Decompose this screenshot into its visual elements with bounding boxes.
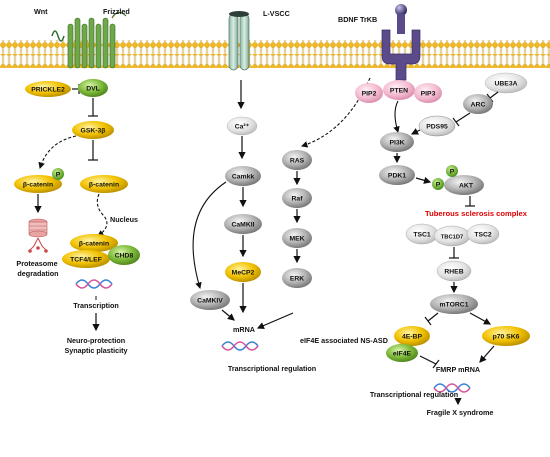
svg-text:PIP3: PIP3	[421, 91, 436, 98]
raf-node: Raf	[282, 188, 312, 208]
akt-node: AKT P P	[432, 165, 484, 195]
transcription-label: Transcription	[73, 301, 119, 310]
svg-text:ERK: ERK	[290, 276, 304, 283]
proteasome-degradation-label: Proteasome degradation	[16, 259, 59, 278]
beta-catenin-phospho-node: β-catenin P	[14, 168, 64, 193]
fragile-x-label: Fragile X syndrome	[427, 408, 494, 417]
svg-text:P: P	[450, 169, 455, 176]
svg-text:P: P	[436, 182, 441, 189]
trkb-receptor	[381, 4, 421, 81]
tsc-complex-label: Tuberous sclerosis complex	[425, 209, 528, 218]
pten-node: PTEN	[383, 80, 415, 100]
camkk-node: Camkk	[225, 166, 261, 186]
frizzled-receptor	[51, 11, 127, 69]
4ebp-node: 4E-BP	[394, 326, 430, 346]
mrna-label: mRNA	[233, 325, 255, 334]
pip3-node: PIP3	[414, 83, 442, 103]
svg-text:Ca²⁺: Ca²⁺	[235, 124, 250, 131]
dvl-node: DVL	[78, 79, 108, 97]
proteasome-icon	[28, 218, 48, 253]
mecp2-node: MeCP2	[225, 262, 261, 282]
svg-text:UBE3A: UBE3A	[494, 81, 517, 88]
svg-text:AKT: AKT	[459, 183, 474, 190]
eif4e-node: eIF4E	[386, 344, 418, 362]
svg-text:TSC1: TSC1	[413, 232, 431, 239]
ca-node: Ca²⁺	[226, 116, 258, 136]
prickle2-node: PRICKLE2	[25, 81, 71, 97]
svg-text:RHEB: RHEB	[444, 269, 463, 276]
synaptic-plasticity-label: Synaptic plasticity	[64, 346, 127, 355]
transcriptional-regulation-label-center: Transcriptional regulation	[228, 364, 316, 373]
mek-node: MEK	[282, 228, 312, 248]
svg-text:TSC2: TSC2	[474, 232, 492, 239]
lvscc-channel	[228, 11, 250, 71]
pds95-node: PDS95	[418, 115, 456, 137]
svg-text:CaMKII: CaMKII	[231, 222, 254, 229]
svg-text:PIP2: PIP2	[362, 91, 377, 98]
svg-text:β-catenin: β-catenin	[89, 182, 119, 189]
rheb-node: RHEB	[436, 260, 472, 282]
svg-text:MeCP2: MeCP2	[232, 270, 255, 277]
dna-icon-wnt	[75, 279, 113, 289]
ras-node: RAS	[282, 150, 312, 170]
svg-text:TCF4/LEF: TCF4/LEF	[70, 257, 102, 264]
frizzled-label: Frizzled	[103, 7, 130, 16]
fmrp-mrna-label: FMRP mRNA	[436, 365, 480, 374]
transcriptional-regulation-label-right: Transcriptional regulation	[370, 390, 458, 399]
dna-icon-mtor	[433, 383, 471, 393]
tsc-complex: TSC1 TBC1D7 TSC2	[405, 223, 500, 247]
p70s6k-node: p70 SK6	[482, 326, 530, 346]
beta-catenin-node: β-catenin	[80, 175, 128, 193]
svg-text:CaMKIV: CaMKIV	[197, 298, 223, 305]
svg-text:p70 SK6: p70 SK6	[493, 334, 520, 341]
svg-text:PDK1: PDK1	[388, 173, 406, 180]
arc-node: ARC	[463, 94, 493, 114]
dna-icon-calcium	[221, 341, 259, 351]
transcription-complex: β-catenin TCF4/LEF CHD8	[62, 234, 140, 268]
camkiv-node: CaMKIV	[190, 290, 230, 310]
neuro-protection-label: Neuro-protection	[67, 336, 125, 345]
mtorc1-node: mTORC1	[430, 294, 478, 314]
ube3a-node: UBE3A	[484, 72, 528, 94]
svg-text:TBC1D7: TBC1D7	[441, 235, 464, 241]
nucleus-label: Nucleus	[110, 215, 138, 224]
gsk3b-node: GSK-3β	[72, 121, 114, 139]
svg-text:PRICKLE2: PRICKLE2	[31, 87, 65, 94]
svg-text:β-catenin: β-catenin	[23, 182, 53, 189]
svg-text:P: P	[56, 172, 61, 179]
svg-text:mTORC1: mTORC1	[440, 302, 469, 309]
svg-text:RAS: RAS	[290, 158, 305, 165]
lvscc-label: L-VSCC	[263, 9, 290, 18]
svg-text:DVL: DVL	[86, 86, 100, 93]
svg-text:β-catenin: β-catenin	[79, 241, 109, 248]
erk-node: ERK	[282, 268, 312, 288]
svg-text:PDS95: PDS95	[426, 124, 448, 131]
svg-text:Camkk: Camkk	[232, 174, 255, 181]
pdk1-node: PDK1	[379, 165, 415, 185]
bdnf-trkb-label: BDNF TrKB	[338, 15, 377, 24]
camkii-node: CaMKII	[224, 214, 262, 234]
svg-text:4E-BP: 4E-BP	[402, 334, 422, 341]
pi3k-node: PI3K	[380, 132, 414, 152]
svg-text:PTEN: PTEN	[390, 88, 408, 95]
svg-text:MEK: MEK	[289, 236, 304, 243]
svg-text:Raf: Raf	[292, 196, 304, 203]
eif4e-nsasd-label: eIF4E associated NS-ASD	[300, 336, 388, 345]
svg-text:GSK-3β: GSK-3β	[81, 128, 106, 135]
svg-text:CHD8: CHD8	[115, 253, 134, 260]
wnt-label: Wnt	[34, 7, 48, 16]
pip2-node: PIP2	[355, 83, 383, 103]
svg-text:PI3K: PI3K	[389, 140, 404, 147]
svg-text:ARC: ARC	[471, 102, 486, 109]
svg-text:eIF4E: eIF4E	[393, 351, 412, 358]
